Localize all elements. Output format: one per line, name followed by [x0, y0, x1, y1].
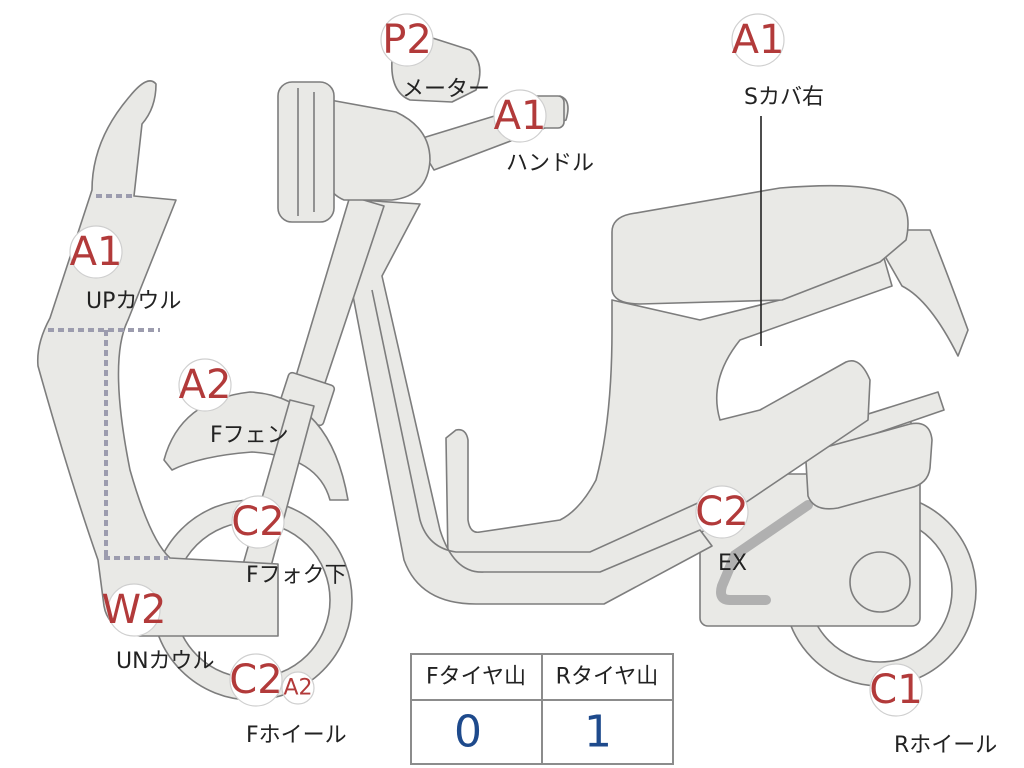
badge-side-cover: A1: [731, 13, 785, 67]
meter-grade: P2: [382, 17, 432, 63]
front-wheel-label: Fホイール: [246, 723, 347, 748]
under-cowl-label: UNカウル: [116, 649, 215, 674]
badge-front-wheel: C2: [229, 653, 283, 707]
rear-wheel-grade: C1: [869, 667, 922, 713]
floorboard-inner: [371, 289, 701, 553]
badge-exhaust: C2: [695, 485, 749, 539]
rear-tail: [869, 229, 969, 357]
under-cowl-grade: W2: [102, 587, 167, 633]
headlight-front: [277, 81, 335, 223]
exhaust-grade: C2: [695, 489, 748, 535]
headlight-ring: [297, 88, 315, 216]
rear-tire-value: 1: [584, 707, 612, 758]
badge-under-cowl: W2: [102, 583, 167, 637]
rear-wheel-label: Rホイール: [894, 733, 997, 758]
tire-tread-table: Fタイヤ山 Rタイヤ山 0 1: [410, 653, 674, 765]
front-fender-label: Fフェン: [210, 423, 289, 448]
floorboard-frame: [347, 199, 713, 605]
scooter-illustration: [36, 32, 977, 701]
badge-upper-cowl: A1: [69, 225, 123, 279]
side-cover-body: [445, 243, 893, 585]
muffler-hub: [849, 551, 911, 613]
front-fork-label: Fフォク下: [246, 563, 347, 588]
handle-label: ハンドル: [506, 151, 594, 176]
front-fork-grade: C2: [231, 499, 284, 545]
badge-front-wheel-extra: A2: [281, 671, 315, 705]
exhaust-pipe: [716, 500, 813, 605]
seat: [611, 184, 909, 305]
headlight-cowl: [319, 99, 431, 201]
badge-handle: A1: [493, 89, 547, 143]
side-cover-label: Sカバ右: [744, 85, 824, 110]
front-tire-value: 0: [454, 707, 482, 758]
upper-cowl-label: UPカウル: [86, 289, 181, 314]
badge-front-fork: C2: [231, 495, 285, 549]
upper-cowl-grade: A1: [70, 229, 123, 275]
badge-meter: P2: [380, 13, 434, 67]
handle-grade: A1: [494, 93, 547, 139]
badge-rear-wheel: C1: [869, 663, 923, 717]
front-cowl: [36, 80, 279, 637]
front-fender-grade: A2: [179, 362, 232, 408]
front-wheel-grade-extra: A2: [283, 676, 312, 701]
side-cover-grade: A1: [732, 17, 785, 63]
front-wheel-grade: C2: [229, 657, 282, 703]
front-tire-header: Fタイヤ山: [426, 665, 526, 690]
meter-label: メーター: [402, 77, 490, 102]
rear-tire-header: Rタイヤ山: [556, 665, 659, 690]
badge-front-fender: A2: [178, 358, 232, 412]
exhaust-label: EX: [718, 551, 747, 576]
cowl-seam-mid: [48, 328, 160, 560]
